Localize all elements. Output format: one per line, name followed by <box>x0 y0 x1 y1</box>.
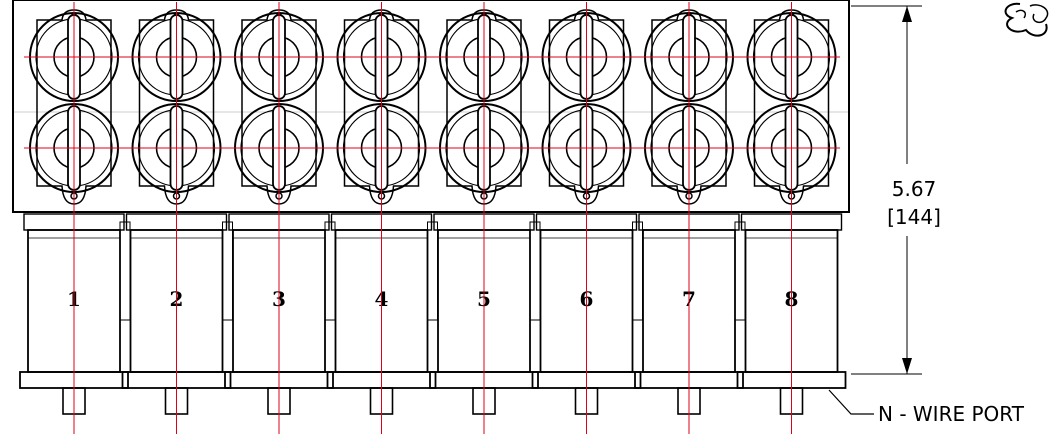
dimension-arrow-bottom <box>902 358 912 374</box>
module-connector <box>529 221 541 321</box>
dimension-value: 5.67 <box>892 177 937 201</box>
module-1: 1 <box>19 213 131 415</box>
mounting-flange <box>548 9 625 205</box>
mounting-flange <box>446 9 522 205</box>
mounting-flange <box>241 9 317 205</box>
module-6: 6 <box>531 213 643 415</box>
module-connector <box>324 221 336 321</box>
module-connector <box>734 221 746 321</box>
height-dimension: 5.67 [144] <box>851 5 941 375</box>
module-connector <box>222 221 233 321</box>
wire-port-callout: N - WIRE PORT <box>828 389 1025 426</box>
housing-body <box>12 0 850 213</box>
mounting-flange <box>651 9 727 205</box>
module-connector <box>427 221 438 321</box>
vertical-centerlines <box>73 2 792 434</box>
mounting-flange <box>753 9 830 205</box>
module-connector <box>632 221 643 321</box>
module-7: 7 <box>634 213 746 415</box>
mounting-flange <box>138 9 215 205</box>
module-connector <box>119 221 131 321</box>
dimension-metric-value: [144] <box>887 205 941 229</box>
module-2: 2 <box>121 213 233 415</box>
dimension-arrow-top <box>902 6 912 22</box>
receptacle-array <box>26 9 840 205</box>
logo-fragment <box>1004 2 1049 37</box>
module-3: 3 <box>224 213 336 415</box>
module-5: 5 <box>429 213 541 415</box>
callout-label: N - WIRE PORT <box>878 402 1025 426</box>
callout-leader-line <box>828 389 874 415</box>
module-4: 4 <box>326 213 438 415</box>
mounting-flange <box>343 9 420 205</box>
mounting-flange <box>36 9 112 205</box>
